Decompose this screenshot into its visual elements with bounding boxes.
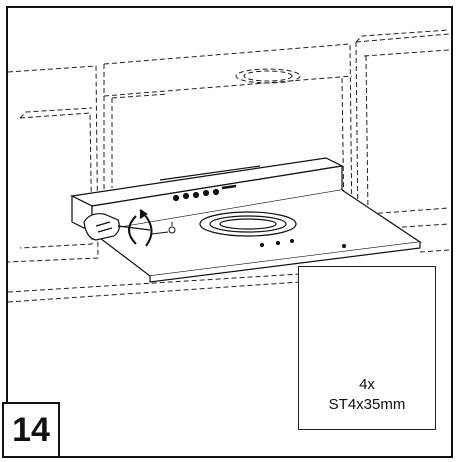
left-cabinet xyxy=(7,65,99,263)
step-number: 14 xyxy=(12,411,50,449)
screw-icon xyxy=(151,222,176,235)
middle-cabinet xyxy=(103,43,353,231)
screw-quantity: 4x xyxy=(359,376,375,393)
screw-inset-panel: 4x ST4x35mm xyxy=(298,266,436,430)
screw-spec: ST4x35mm xyxy=(328,396,406,413)
screwdriver-icon xyxy=(83,213,151,241)
wall-line xyxy=(7,281,301,303)
diagram-frame xyxy=(6,6,453,458)
rotation-arrow-icon xyxy=(128,209,153,247)
wall-line xyxy=(7,273,301,293)
range-hood-icon xyxy=(70,157,422,283)
step-badge: 14 xyxy=(2,402,60,458)
right-cabinet xyxy=(355,29,450,231)
